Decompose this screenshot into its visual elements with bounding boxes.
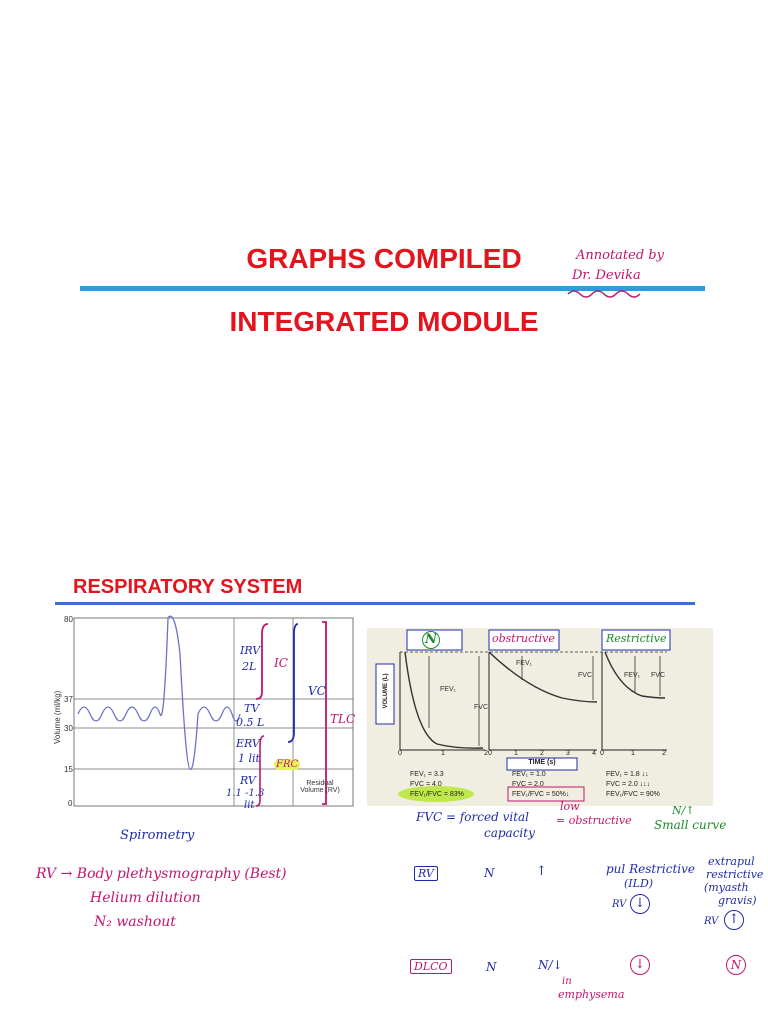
spirometry-chart: Volume (ml/kg) 80 37 30 15 0 — [53, 615, 354, 808]
anno-spirometry: Spirometry — [120, 828, 195, 843]
fev-panel-restrictive-label: Restrictive — [606, 632, 667, 645]
fev-stat: FEV₁/FVC = 50%↓ — [512, 791, 570, 798]
note-pul-restrictive: pul Restrictive — [606, 862, 696, 876]
table-row2-normal: N — [486, 960, 497, 974]
note-extrapul-3: (myasth — [704, 881, 749, 894]
anno-irv-val: 2L — [242, 660, 257, 673]
table-row2-obstructive: N/↓ — [538, 958, 563, 972]
note-fvc-def-1: FVC = forced vital — [416, 810, 530, 824]
fev-xtick: 2 — [540, 750, 544, 757]
fev-stat: FEV₁/FVC = 90% — [606, 791, 660, 798]
anno-erv-val: 1 lit — [238, 752, 260, 765]
fev-panel-obstructive-label: obstructive — [492, 632, 555, 645]
fev-curve-label-2: FVC — [474, 704, 488, 711]
note-small-curve: Small curve — [654, 818, 727, 832]
title-divider — [80, 286, 705, 291]
fev-xtick: 0 — [398, 750, 402, 757]
table-row1-restrictive: ↓ — [630, 894, 650, 914]
fev-stats-normal: FEV₁ = 3.3 FVC = 4.0 FEV₁/FVC = 83% — [410, 770, 464, 800]
spiro-rv-label: Residual Volume (RV) — [300, 780, 340, 794]
fev-curve-label-1: FEV₁ — [440, 686, 456, 693]
fev-xticks-2: 0 1 2 3 4 — [488, 750, 596, 757]
annotator-name: Dr. Devika — [572, 268, 641, 283]
anno-rv-val: 1.1 -1.3 — [226, 788, 265, 799]
annotator-underline — [567, 290, 641, 298]
note-extrapul-4: gravis) — [718, 894, 757, 907]
anno-irv: IRV — [240, 644, 261, 657]
anno-tv-val: 0.5 L — [236, 716, 265, 729]
fev-curve-label-3: FEV₁ — [516, 660, 532, 667]
table-row2-obstructive-note-1: in — [562, 976, 572, 987]
anno-rv: RV — [240, 774, 256, 787]
fev-curve-label-6: FVC — [651, 672, 665, 679]
spiro-ytick-30: 30 — [64, 724, 73, 733]
fev-curve-label-5: FEV₁ — [624, 672, 640, 679]
note-extrapul-1: extrapul — [708, 855, 755, 868]
fev-stat: FVC = 2.0 — [512, 781, 544, 788]
fev-stats-obstructive: FEV₁ = 1.0 FVC = 2.0 FEV₁/FVC = 50%↓ — [512, 770, 569, 800]
fev-xtick: 1 — [441, 750, 445, 757]
fev-panel-normal-label: N — [422, 631, 440, 649]
anno-vc: VC — [308, 684, 326, 698]
fev-stats-restrictive: FEV₁ = 1.8 ↓↓ FVC = 2.0 ↓↓↓ FEV₁/FVC = 9… — [606, 770, 660, 800]
fev-curve-label-4: FVC — [578, 672, 592, 679]
fev-xtick: 4 — [592, 750, 596, 757]
note-low-1: low — [560, 800, 580, 813]
note-low-2: = obstructive — [556, 814, 632, 827]
spiro-ytick-80: 80 — [64, 615, 73, 624]
spiro-ytick-0: 0 — [68, 799, 73, 808]
fev-stat: FEV₁ = 1.8 ↓↓ — [606, 771, 649, 778]
fev-stat: FEV₁/FVC = 83% — [410, 791, 464, 798]
table-row2-label: DLCO — [410, 959, 452, 974]
fev-xticks-3: 0 1 2 — [600, 750, 666, 757]
spiro-ytick-15: 15 — [64, 765, 73, 774]
spiro-ylabel: Volume (ml/kg) — [53, 690, 62, 744]
table-row1-extrapul-prefix: RV — [704, 916, 719, 927]
anno-erv: ERV — [236, 737, 260, 750]
table-row1-extrapul: ↑ — [724, 910, 744, 930]
table-row2-obstructive-note-2: emphysema — [558, 988, 625, 1001]
table-row1-restrictive-prefix: RV — [612, 899, 627, 910]
fev-xlabel: TIME (s) — [528, 759, 556, 766]
fev-xtick: 1 — [631, 750, 635, 757]
note-n-up: N/↑ — [672, 804, 695, 817]
fev-stat: FEV₁ = 3.3 — [410, 771, 444, 778]
fev-xtick: 0 — [488, 750, 492, 757]
section-divider — [55, 602, 695, 605]
fev-ylabel: VOLUME (L) — [383, 673, 389, 709]
fev-xtick: 1 — [514, 750, 518, 757]
annotator-label: Annotated by — [576, 248, 664, 263]
fev-xticks-1: 0 1 2 — [398, 750, 488, 757]
table-row2-extrapul: N — [726, 955, 746, 975]
section-title: RESPIRATORY SYSTEM — [73, 576, 303, 598]
note-ild: (ILD) — [624, 877, 654, 890]
fev-xtick: 0 — [600, 750, 604, 757]
anno-tv: TV — [244, 702, 260, 715]
rv-method-3: N₂ washout — [94, 914, 176, 930]
note-fvc-def-2: capacity — [484, 826, 535, 840]
fev-stat: FVC = 2.0 ↓↓↓ — [606, 781, 651, 788]
table-row1-normal: N — [484, 866, 495, 880]
fev-xtick: 2 — [484, 750, 488, 757]
fev-xtick: 2 — [662, 750, 666, 757]
rv-method-1: RV → Body plethysmography (Best) — [36, 866, 287, 882]
table-row1-label: RV — [414, 866, 438, 881]
title-integrated-module: INTEGRATED MODULE — [229, 306, 539, 337]
anno-rv-unit: lit — [244, 800, 255, 811]
title-graphs-compiled: GRAPHS COMPILED — [246, 243, 522, 274]
note-extrapul-2: restrictive — [706, 868, 764, 881]
fev-stat: FEV₁ = 1.0 — [512, 771, 546, 778]
fev-xtick: 3 — [566, 750, 570, 757]
anno-ic: IC — [274, 656, 288, 670]
table-row1-obstructive: ↑ — [536, 864, 547, 879]
table-row2-restrictive: ↓ — [630, 955, 650, 975]
anno-frc: FRC — [274, 759, 301, 770]
rv-method-2: Helium dilution — [90, 890, 201, 906]
spiro-ytick-37: 37 — [64, 695, 73, 704]
fev-stat: FVC = 4.0 — [410, 781, 442, 788]
anno-tlc: TLC — [330, 712, 356, 726]
